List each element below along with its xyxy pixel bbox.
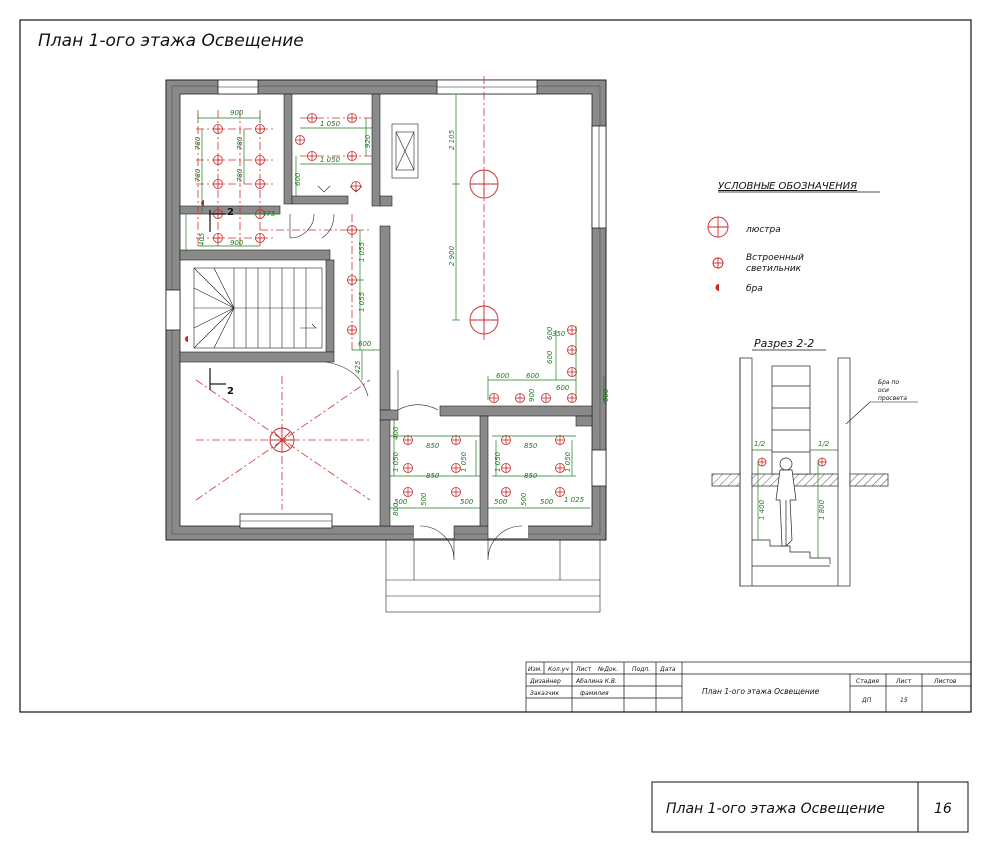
tb-stage-value: ДП [861, 697, 872, 704]
dim-label: 500 [460, 498, 474, 506]
dim-label: 350 [552, 330, 566, 338]
dim-label: 920 [364, 134, 372, 148]
dim-label: 800 [392, 502, 400, 516]
tb-stage-label: Стадия [856, 678, 879, 685]
dim-label: 780 [194, 136, 202, 150]
legend: УСЛОВНЫЕ ОБОЗНАЧЕНИЯ люстра Встроенный с… [707, 181, 880, 294]
dim-label: 600 [546, 350, 554, 364]
tb-drawing-name: План 1-ого этажа Освещение [702, 687, 820, 696]
floor-plan: 2 2 900 900 780 780 780 780 475 405 1 05… [165, 76, 610, 613]
dim-label: 1 025 [564, 496, 585, 504]
dim-label: 1 055 [358, 291, 366, 312]
dim-label: 600 [546, 326, 554, 340]
tb-sheet-value: 15 [900, 697, 908, 704]
dim-label: 1 050 [494, 451, 502, 472]
legend-heading: УСЛОВНЫЕ ОБОЗНАЧЕНИЯ [718, 181, 857, 192]
dim-label: 850 [524, 472, 538, 480]
dim-label: 425 [354, 360, 362, 374]
section-dim-right-half: 1/2 [818, 440, 830, 448]
tb-customer-role: Заказчик [530, 690, 559, 697]
section-dim-left-half: 1/2 [754, 440, 766, 448]
page-number: 16 [934, 801, 952, 817]
section-cut-label-bottom: 2 [227, 386, 234, 397]
dim-label: 1 050 [460, 451, 468, 472]
title-block-text: Изм. Кол.уч Лист №Док. Подп. Дата Дизайн… [528, 666, 957, 704]
dim-label: 500 [394, 498, 408, 506]
dim-label: 600 [496, 372, 510, 380]
dim-label: 900 [230, 109, 244, 117]
dim-label: 1 055 [358, 241, 366, 262]
footer-title: План 1-ого этажа Освещение [666, 801, 885, 817]
dim-label: 405 [198, 232, 206, 246]
dim-label: 600 [294, 172, 302, 186]
boiler-unit [391, 123, 419, 179]
dim-label: 475 [262, 210, 276, 218]
dim-label: 500 [540, 498, 554, 506]
dim-label: 850 [426, 472, 440, 480]
tb-sheets-label: Листов [933, 678, 957, 685]
dim-label: 600 [602, 388, 610, 402]
section-dim-right-height: 1 800 [818, 499, 826, 520]
title-block [525, 661, 972, 713]
legend-recessed-label-2: светильник [746, 264, 802, 274]
dimension-lines [185, 93, 605, 509]
dim-label: 2 105 [448, 129, 456, 150]
sheet-frame [19, 19, 972, 713]
section-note-2: оси [878, 387, 889, 394]
section-note-3: просвета [878, 395, 907, 402]
legend-sconce-label: бра [746, 284, 763, 294]
dim-label: 850 [524, 442, 538, 450]
section-2-2: Разрез 2-2 [711, 337, 918, 587]
person-figure [775, 457, 797, 547]
tb-col-kol: Кол.уч [548, 666, 569, 673]
dim-label: 600 [556, 384, 570, 392]
footer-box [651, 781, 969, 833]
dim-label: 600 [526, 372, 540, 380]
dim-label: 400 [392, 426, 400, 440]
tb-col-izm: Изм. [528, 666, 542, 673]
dim-label: 500 [420, 492, 428, 506]
tb-col-list: Лист [575, 666, 592, 673]
section-cut-marker [209, 210, 226, 390]
dim-label: 1 050 [320, 156, 341, 164]
window-left [165, 289, 181, 331]
dim-label: 500 [520, 492, 528, 506]
section-title: Разрез 2-2 [754, 337, 814, 350]
porch [385, 539, 601, 613]
tb-col-podp: Подп. [632, 666, 650, 673]
section-note-1: Бра по [878, 379, 899, 386]
window-right-bottom [591, 449, 607, 487]
dim-label: 780 [194, 168, 202, 182]
chandelier-fixtures [269, 169, 499, 453]
legend-recessed-label-1: Встроенный [746, 253, 804, 263]
dim-label: 780 [236, 168, 244, 182]
dim-label: 500 [494, 498, 508, 506]
section-dim-left-height: 1 400 [758, 499, 766, 520]
dim-label: 900 [528, 388, 536, 402]
staircase [193, 267, 323, 349]
dim-label: 780 [236, 136, 244, 150]
dim-label: 2 900 [448, 245, 456, 266]
dim-label: 1 050 [564, 451, 572, 472]
dim-label: 600 [358, 340, 372, 348]
sheet-title: План 1-ого этажа Освещение [38, 31, 304, 51]
dimension-labels: 900 900 780 780 780 780 475 405 1 050 1 … [194, 109, 610, 516]
tb-sheet-label: Лист [895, 678, 912, 685]
section-cut-label-top: 2 [227, 207, 234, 218]
tb-col-doc: №Док. [597, 666, 618, 673]
tb-col-date: Дата [659, 666, 676, 673]
dim-label: 900 [230, 239, 244, 247]
dim-label: 1 050 [320, 120, 341, 128]
sconce-symbol [715, 284, 719, 291]
tb-customer-name: фамилия [580, 690, 609, 697]
dim-label: 1 050 [392, 451, 400, 472]
dim-label: 850 [426, 442, 440, 450]
tb-designer-role: Дизайнер [529, 678, 561, 685]
tb-designer-name: Абалина К.В. [575, 678, 617, 685]
legend-chandelier-label: люстра [745, 225, 781, 235]
